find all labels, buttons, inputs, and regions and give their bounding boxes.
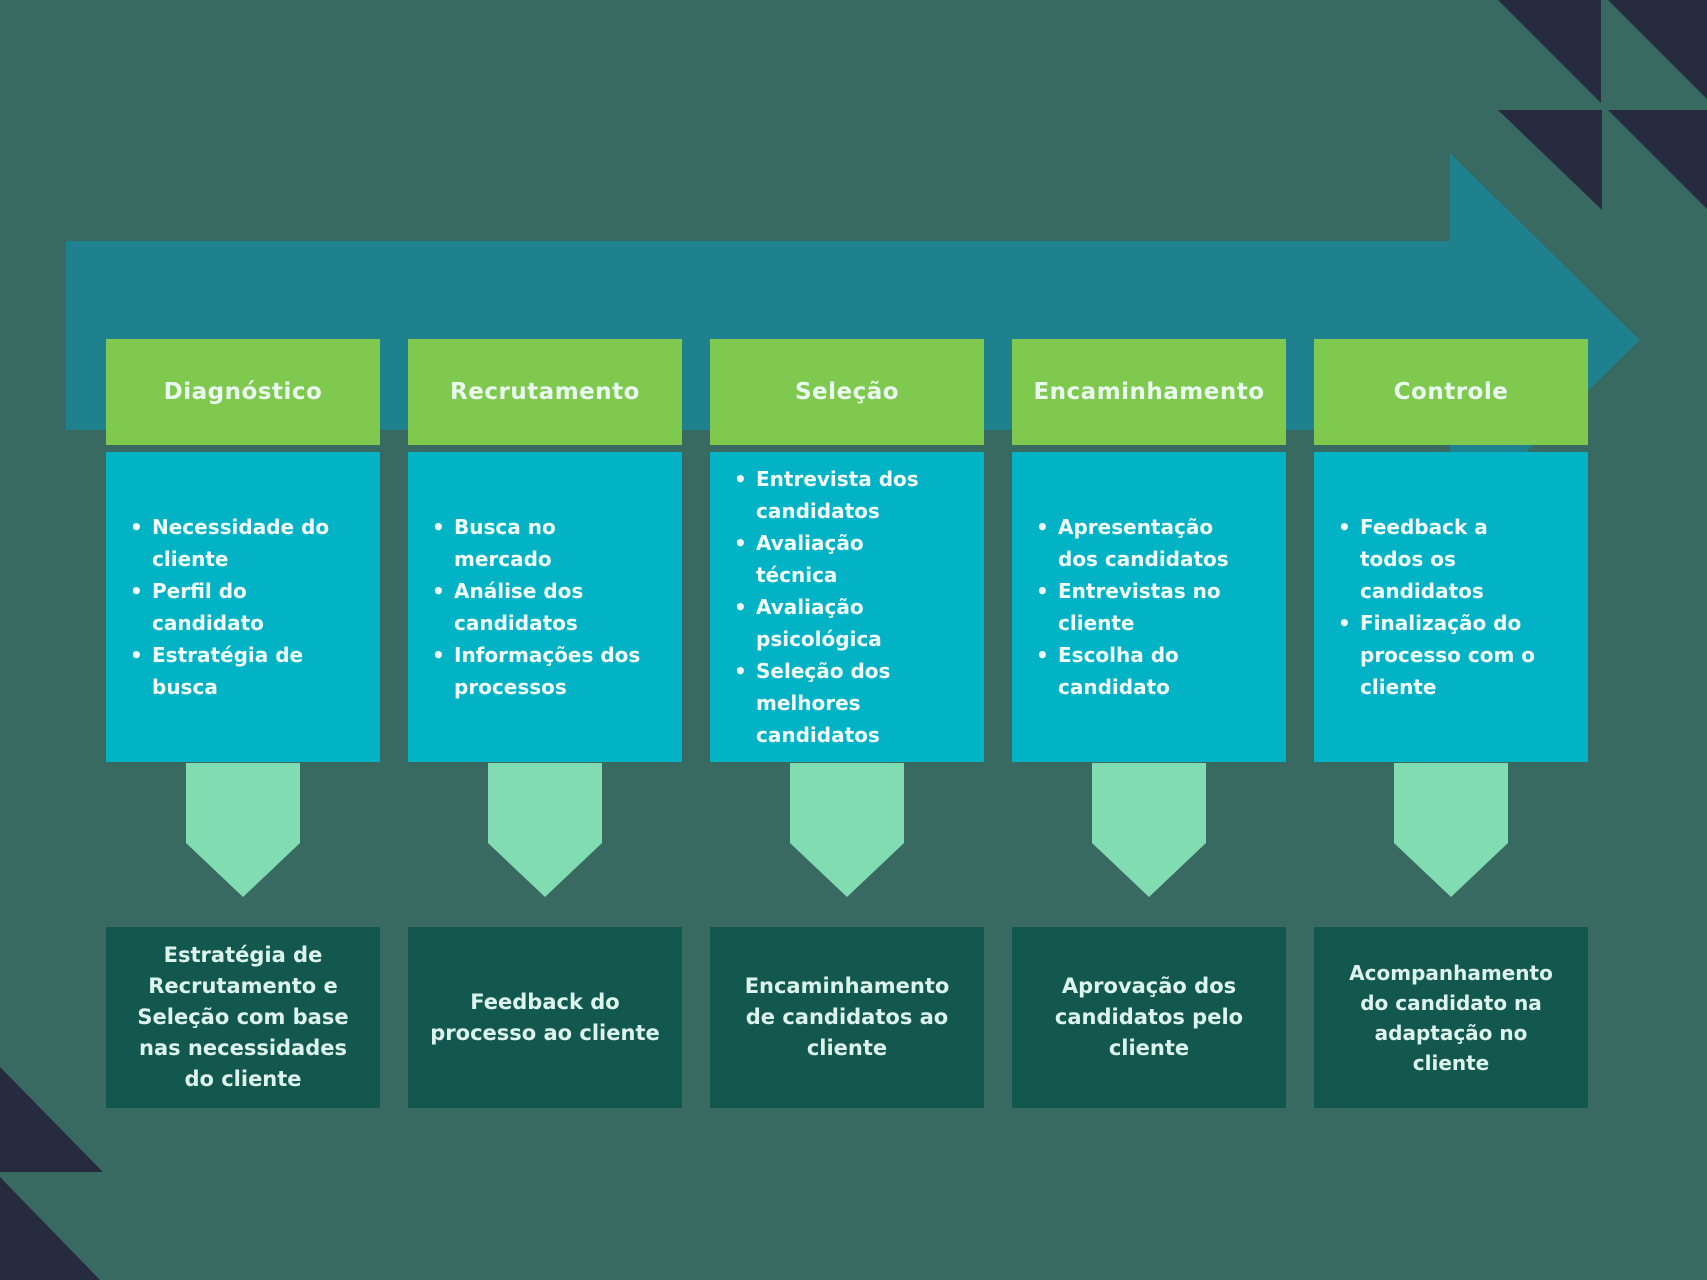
stage-title: Seleção — [794, 379, 900, 405]
bullet-item: Entrevistas no cliente — [1030, 575, 1248, 639]
bullet-item: Feedback a todos os candidatos — [1332, 511, 1548, 607]
bullet-list: Apresentação dos candidatos Entrevistas … — [1012, 511, 1256, 703]
bullet-item: Perfil do candidato — [124, 575, 352, 639]
result-box-diagnostico: Estratégia de Recrutamento e Seleção com… — [106, 927, 380, 1108]
stage-header-controle: Controle — [1314, 339, 1588, 445]
stage-body-diagnostico: Necessidade do cliente Perfil do candida… — [106, 452, 380, 762]
corner-triangle-top-right-1 — [1498, 0, 1601, 103]
bullet-item: Informações dos processos — [426, 639, 650, 703]
corner-triangle-top-right-4 — [1608, 110, 1707, 209]
stage-header-recrutamento: Recrutamento — [408, 339, 682, 445]
bullet-item: Finalização do processo com o cliente — [1332, 607, 1548, 703]
result-box-recrutamento: Feedback do processo ao cliente — [408, 927, 682, 1108]
result-box-selecao: Encaminhamento de candidatos ao cliente — [710, 927, 984, 1108]
result-text: Estratégia de Recrutamento e Seleção com… — [137, 943, 349, 1091]
corner-triangle-bottom-left-2 — [0, 1177, 100, 1280]
down-arrow-icon — [186, 763, 300, 897]
bullet-item: Avaliação psicológica — [728, 591, 946, 655]
down-arrow-icon — [488, 763, 602, 897]
stage-title: Diagnóstico — [163, 379, 323, 405]
bullet-item: Análise dos candidatos — [426, 575, 650, 639]
result-text: Aprovação dos candidatos pelo cliente — [1054, 974, 1244, 1060]
bullet-item: Necessidade do cliente — [124, 511, 352, 575]
bullet-list: Necessidade do cliente Perfil do candida… — [106, 511, 360, 703]
stage-body-controle: Feedback a todos os candidatos Finalizaç… — [1314, 452, 1588, 762]
bullet-item: Escolha do candidato — [1030, 639, 1248, 703]
bullet-item: Seleção dos melhores candidatos — [728, 655, 946, 751]
bullet-item: Estratégia de busca — [124, 639, 352, 703]
down-arrow-icon — [1092, 763, 1206, 897]
down-arrow-icon — [790, 763, 904, 897]
stage-header-diagnostico: Diagnóstico — [106, 339, 380, 445]
bullet-list: Busca no mercado Análise dos candidatos … — [408, 511, 658, 703]
corner-triangle-top-right-2 — [1608, 0, 1707, 99]
result-text: Acompanhamento do candidato na adaptação… — [1349, 960, 1553, 1075]
result-box-encaminhamento: Aprovação dos candidatos pelo cliente — [1012, 927, 1286, 1108]
stage-header-encaminhamento: Encaminhamento — [1012, 339, 1286, 445]
bullet-item: Apresentação dos candidatos — [1030, 511, 1248, 575]
result-text: Encaminhamento de candidatos ao cliente — [744, 974, 950, 1060]
stage-body-selecao: Entrevista dos candidatos Avaliação técn… — [710, 452, 984, 762]
stage-title: Recrutamento — [450, 379, 640, 405]
result-box-controle: Acompanhamento do candidato na adaptação… — [1314, 927, 1588, 1108]
bullet-item: Entrevista dos candidatos — [728, 463, 946, 527]
bullet-list: Entrevista dos candidatos Avaliação técn… — [710, 463, 954, 751]
corner-triangle-top-right-3 — [1498, 110, 1602, 210]
corner-triangle-bottom-left-1 — [0, 1067, 103, 1172]
stage-body-recrutamento: Busca no mercado Análise dos candidatos … — [408, 452, 682, 762]
stage-title: Controle — [1393, 379, 1509, 405]
bullet-list: Feedback a todos os candidatos Finalizaç… — [1314, 511, 1556, 703]
result-text: Feedback do processo ao cliente — [430, 989, 660, 1045]
bullet-item: Avaliação técnica — [728, 527, 946, 591]
stage-header-selecao: Seleção — [710, 339, 984, 445]
stage-body-encaminhamento: Apresentação dos candidatos Entrevistas … — [1012, 452, 1286, 762]
down-arrow-icon — [1394, 763, 1508, 897]
stage-title: Encaminhamento — [1033, 379, 1265, 405]
bullet-item: Busca no mercado — [426, 511, 650, 575]
